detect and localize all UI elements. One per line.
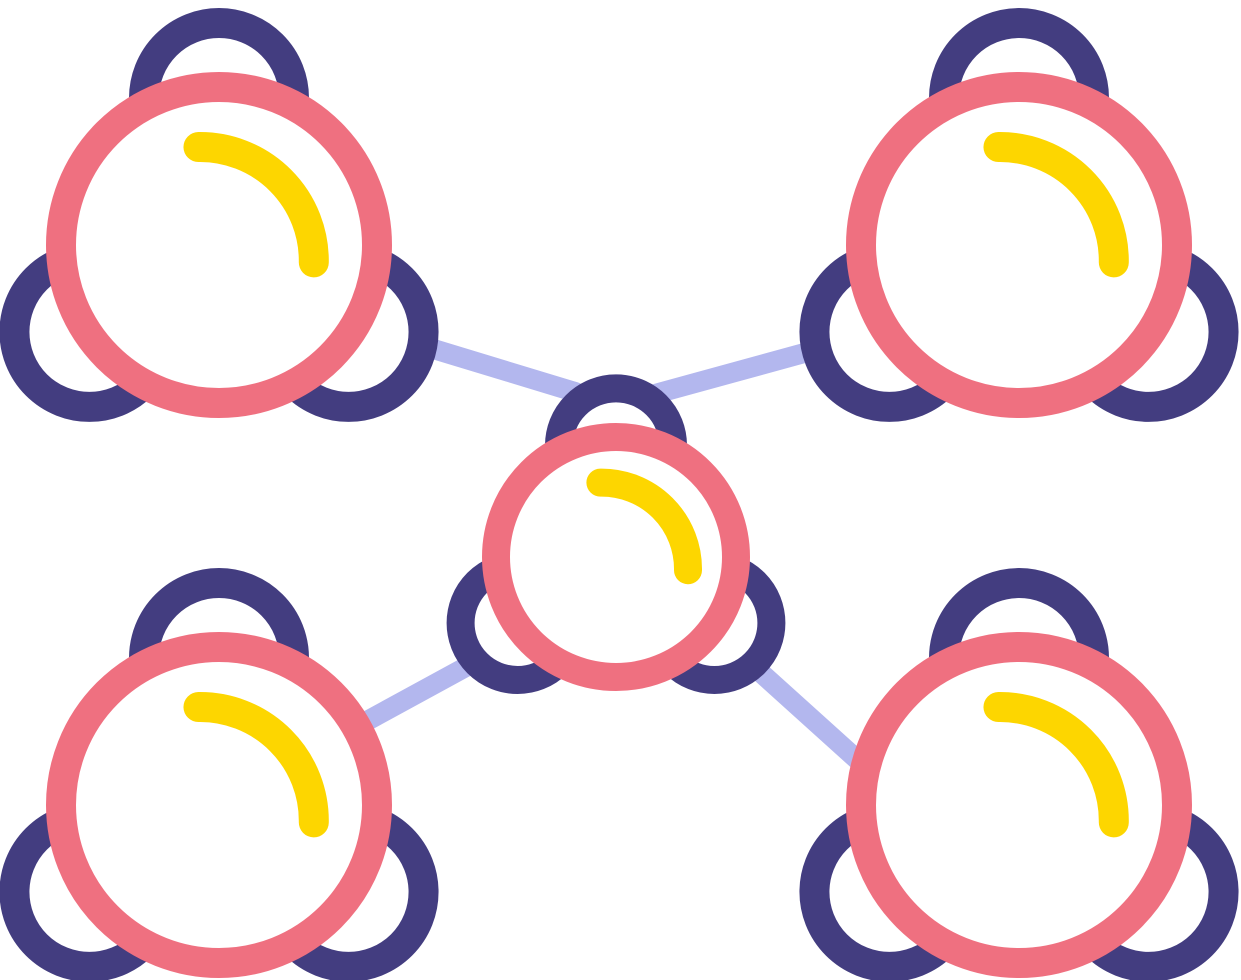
connector-line-2: [645, 342, 818, 404]
molecule-group: [0, 8, 1239, 980]
highlight-arc: [983, 132, 1129, 278]
highlight-arc: [183, 692, 329, 838]
main-ring: [482, 423, 750, 691]
molecule-top-right: [799, 8, 1239, 422]
molecule-top-left: [0, 8, 439, 422]
molecule-bottom-right: [799, 568, 1239, 980]
molecule-center: [446, 374, 786, 694]
molecule-bottom-left: [0, 568, 439, 980]
highlight-arc: [983, 692, 1129, 838]
highlight-arc: [183, 132, 329, 278]
main-ring: [846, 72, 1192, 418]
main-ring: [46, 72, 392, 418]
main-ring: [846, 632, 1192, 978]
connector-line-4: [750, 662, 872, 774]
connector-line-1: [420, 338, 585, 402]
highlight-arc: [586, 468, 703, 585]
main-ring: [46, 632, 392, 978]
connector-lines: [355, 338, 872, 774]
connector-line-3: [355, 652, 485, 732]
